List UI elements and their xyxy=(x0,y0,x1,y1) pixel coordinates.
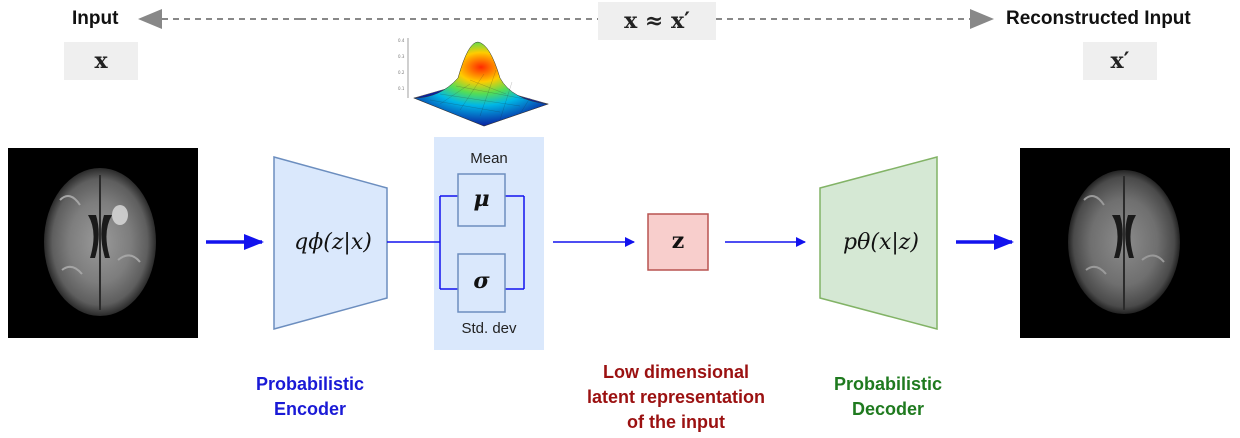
encoder-caption-line1: Probabilistic xyxy=(255,374,365,394)
encoder-caption: Probabilistic Encoder xyxy=(230,372,390,422)
svg-text:0.1: 0.1 xyxy=(398,86,405,91)
mean-label: Mean xyxy=(470,150,508,167)
latent-caption-line2: latent representation xyxy=(586,387,766,407)
latent-caption: Low dimensional latent representation of… xyxy=(556,360,796,435)
decoder-trapezoid xyxy=(819,156,938,330)
encoder-trapezoid xyxy=(273,156,388,330)
latent-params-panel xyxy=(434,137,544,350)
std-box xyxy=(457,253,506,313)
svg-text:0.4: 0.4 xyxy=(398,38,405,43)
output-symbol-chip: x′ xyxy=(1083,42,1157,80)
latent-caption-line3: of the input xyxy=(627,412,725,432)
decoder-caption-line2: Decoder xyxy=(851,399,925,419)
input-symbol: x xyxy=(94,48,108,74)
output-brain-image xyxy=(1020,148,1230,338)
input-symbol-chip: x xyxy=(64,42,138,80)
gaussian-surface-plot: 0.4 0.3 0.2 0.1 xyxy=(398,38,550,127)
input-brain-image xyxy=(8,148,198,338)
output-symbol: x′ xyxy=(1110,48,1130,74)
std-label: Std. dev xyxy=(461,320,517,337)
decoder-caption: Probabilistic Decoder xyxy=(808,372,968,422)
encoder-caption-line2: Encoder xyxy=(273,399,347,419)
reconstructed-input-label: Reconstructed Input xyxy=(1006,8,1191,29)
approx-equation-chip: x ≈ x′ xyxy=(598,2,716,40)
latent-caption-line1: Low dimensional xyxy=(602,362,749,382)
svg-text:0.3: 0.3 xyxy=(398,54,405,59)
latent-symbol: z xyxy=(671,228,685,254)
decoder-caption-line1: Probabilistic xyxy=(833,374,943,394)
std-symbol: σ xyxy=(473,268,490,294)
latent-box xyxy=(647,213,709,271)
approx-equation: x ≈ x′ xyxy=(624,8,690,34)
mean-symbol: μ xyxy=(473,186,490,212)
mean-box xyxy=(457,173,506,227)
svg-text:0.2: 0.2 xyxy=(398,70,405,75)
input-label: Input xyxy=(72,8,119,29)
decoder-formula: pθ(x|z) xyxy=(843,230,919,255)
encoder-formula: qϕ(z|x) xyxy=(294,230,372,255)
